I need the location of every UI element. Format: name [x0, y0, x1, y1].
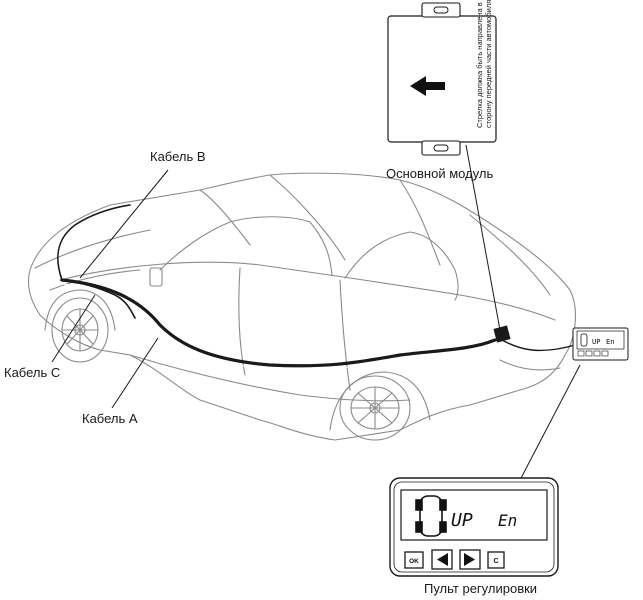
left-button[interactable] [431, 549, 453, 570]
remote-control: UP En OK C [389, 477, 559, 577]
ok-button[interactable]: OK [404, 551, 424, 569]
c-button[interactable]: C [487, 551, 505, 569]
left-triangle-icon [437, 553, 448, 566]
cable-b [57, 204, 131, 281]
label-cable-c: Кабель C [4, 365, 60, 380]
label-main-module: Основной модуль [386, 166, 493, 181]
tire-layout-icon [415, 495, 447, 537]
label-cable-a: Кабель A [82, 411, 138, 426]
label-cable-b: Кабель B [150, 149, 206, 164]
remote-cable [501, 339, 576, 352]
remote-mini: UP En [572, 327, 629, 361]
main-module-mini [493, 325, 511, 343]
right-triangle-icon [464, 553, 475, 566]
mini-display-text2: En [606, 338, 614, 346]
label-remote: Пульт регулировки [424, 581, 537, 596]
left-arrow-icon [410, 76, 445, 96]
module-note-line1: Стрелка должна быть направлена в [475, 2, 484, 128]
module-note-line2: сторону передней части автомобиля [484, 0, 493, 128]
car-outline [27, 172, 576, 441]
pointer-lines [51, 144, 581, 481]
display-text1: UP [451, 510, 473, 531]
c-button-label: C [493, 558, 498, 565]
right-button[interactable] [459, 549, 481, 570]
lcd-screen [400, 489, 548, 541]
ok-button-label: OK [409, 558, 419, 565]
display-text2: En [498, 511, 517, 530]
mini-display-text1: UP [592, 338, 600, 346]
cable-a [60, 278, 497, 371]
main-module: Стрелка должна быть направлена в сторону… [387, 0, 497, 156]
cable-c [61, 279, 136, 319]
